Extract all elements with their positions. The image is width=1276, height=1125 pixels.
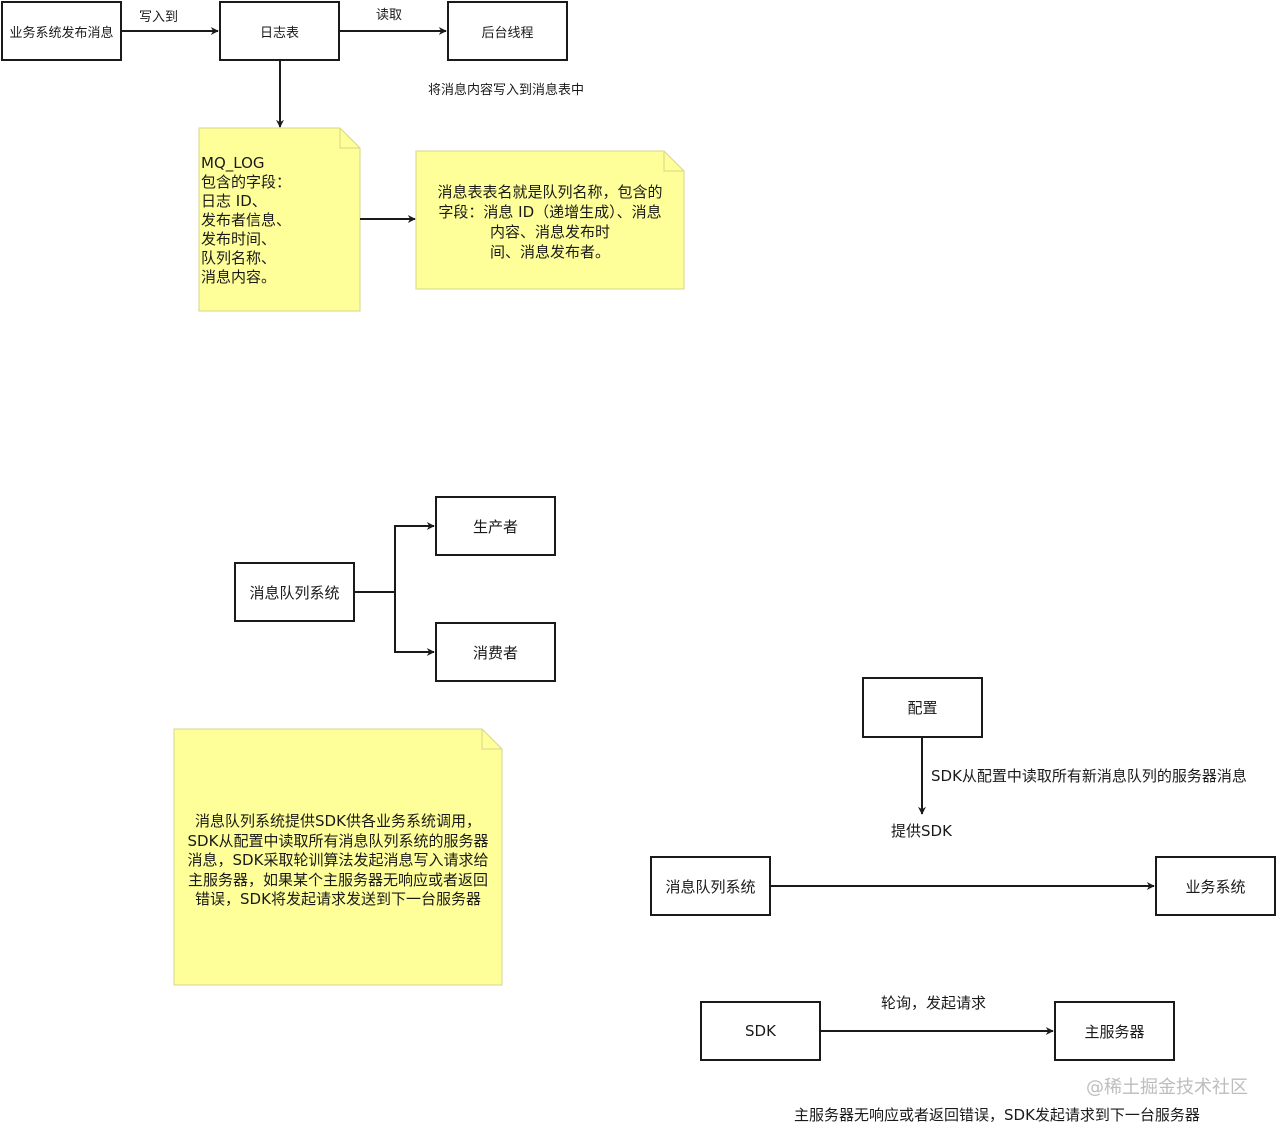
caption-next-server: 主服务器无响应或者返回错误，SDK发起请求到下一台服务器: [794, 1104, 1200, 1125]
note-fields-shape: [198, 127, 361, 312]
edge-mq-to-consumer: [394, 592, 435, 656]
note-sdk-line: 消息，SDK采取轮训算法发起消息写入请求给: [187, 851, 489, 869]
edge-label-sdk-reads-config: SDK从配置中读取所有新消息队列的服务器消息: [931, 765, 1247, 786]
node-producer[interactable]: 生产者: [435, 496, 556, 556]
node-main-server[interactable]: 主服务器: [1054, 1001, 1175, 1061]
note-fields-text: MQ_LOG 包含的字段： 日志 ID、 发布者信息、 发布时间、 队列名称、 …: [201, 154, 357, 287]
edge-label-poll-request: 轮询，发起请求: [881, 992, 987, 1013]
note-sdk-shape: [173, 728, 503, 986]
edge-label-read: 读取: [376, 4, 403, 23]
node-config[interactable]: 配置: [862, 677, 983, 738]
node-log-table[interactable]: 日志表: [219, 1, 340, 61]
note-message-table-line: 字段：消息 ID（递增生成）、消息: [438, 203, 662, 221]
note-fields-line: 消息内容。: [201, 268, 277, 286]
note-message-table-line: 消息表表名就是队列名称，包含的: [437, 183, 663, 201]
caption-write-message: 将消息内容写入到消息表中: [428, 79, 585, 98]
note-fields-line: 日志 ID、: [201, 192, 267, 210]
note-fields-line: 队列名称、: [201, 249, 277, 267]
note-message-table-text: 消息表表名就是队列名称，包含的 字段：消息 ID（递增生成）、消息 内容、消息发…: [416, 182, 684, 262]
node-business-system[interactable]: 业务系统: [1155, 856, 1276, 916]
note-sdk-line: SDK从配置中读取所有消息队列系统的服务器: [187, 831, 489, 850]
note-fields-line: 包含的字段：: [201, 173, 292, 191]
edge-label-write-to: 写入到: [139, 6, 179, 25]
edge-label-provide-sdk: 提供SDK: [891, 820, 952, 841]
node-mq-system[interactable]: 消息队列系统: [234, 562, 355, 622]
note-message-table-line: 内容、消息发布时: [489, 223, 610, 241]
edge-mq-to-producer: [355, 522, 435, 593]
node-publish[interactable]: 业务系统发布消息: [1, 1, 122, 61]
node-sdk[interactable]: SDK: [700, 1001, 821, 1061]
note-sdk-text: 消息队列系统提供SDK供各业务系统调用， SDK从配置中读取所有消息队列系统的服…: [174, 812, 502, 910]
note-sdk-fold: [481, 729, 502, 750]
note-sdk-line: 主服务器，如果某个主服务器无响应或者返回: [187, 870, 488, 889]
note-fields-fold: [339, 128, 360, 149]
node-background-thread[interactable]: 后台线程: [447, 1, 568, 61]
node-consumer[interactable]: 消费者: [435, 622, 556, 682]
note-fields-line: 发布者信息、: [201, 211, 292, 229]
watermark-text: @稀土掘金技术社区: [1086, 1077, 1248, 1098]
note-fields-line: MQ_LOG: [201, 154, 265, 172]
node-mq-system-2[interactable]: 消息队列系统: [650, 856, 771, 916]
note-message-table-fold: [663, 151, 684, 172]
note-message-table-shape: [415, 150, 685, 290]
note-fields-line: 发布时间、: [201, 230, 277, 248]
note-message-table-line: 间、消息发布者。: [489, 243, 610, 261]
note-sdk-line: 消息队列系统提供SDK供各业务系统调用，: [195, 812, 481, 830]
note-sdk-line: 错误，SDK将发起请求发送到下一台服务器: [195, 890, 481, 908]
